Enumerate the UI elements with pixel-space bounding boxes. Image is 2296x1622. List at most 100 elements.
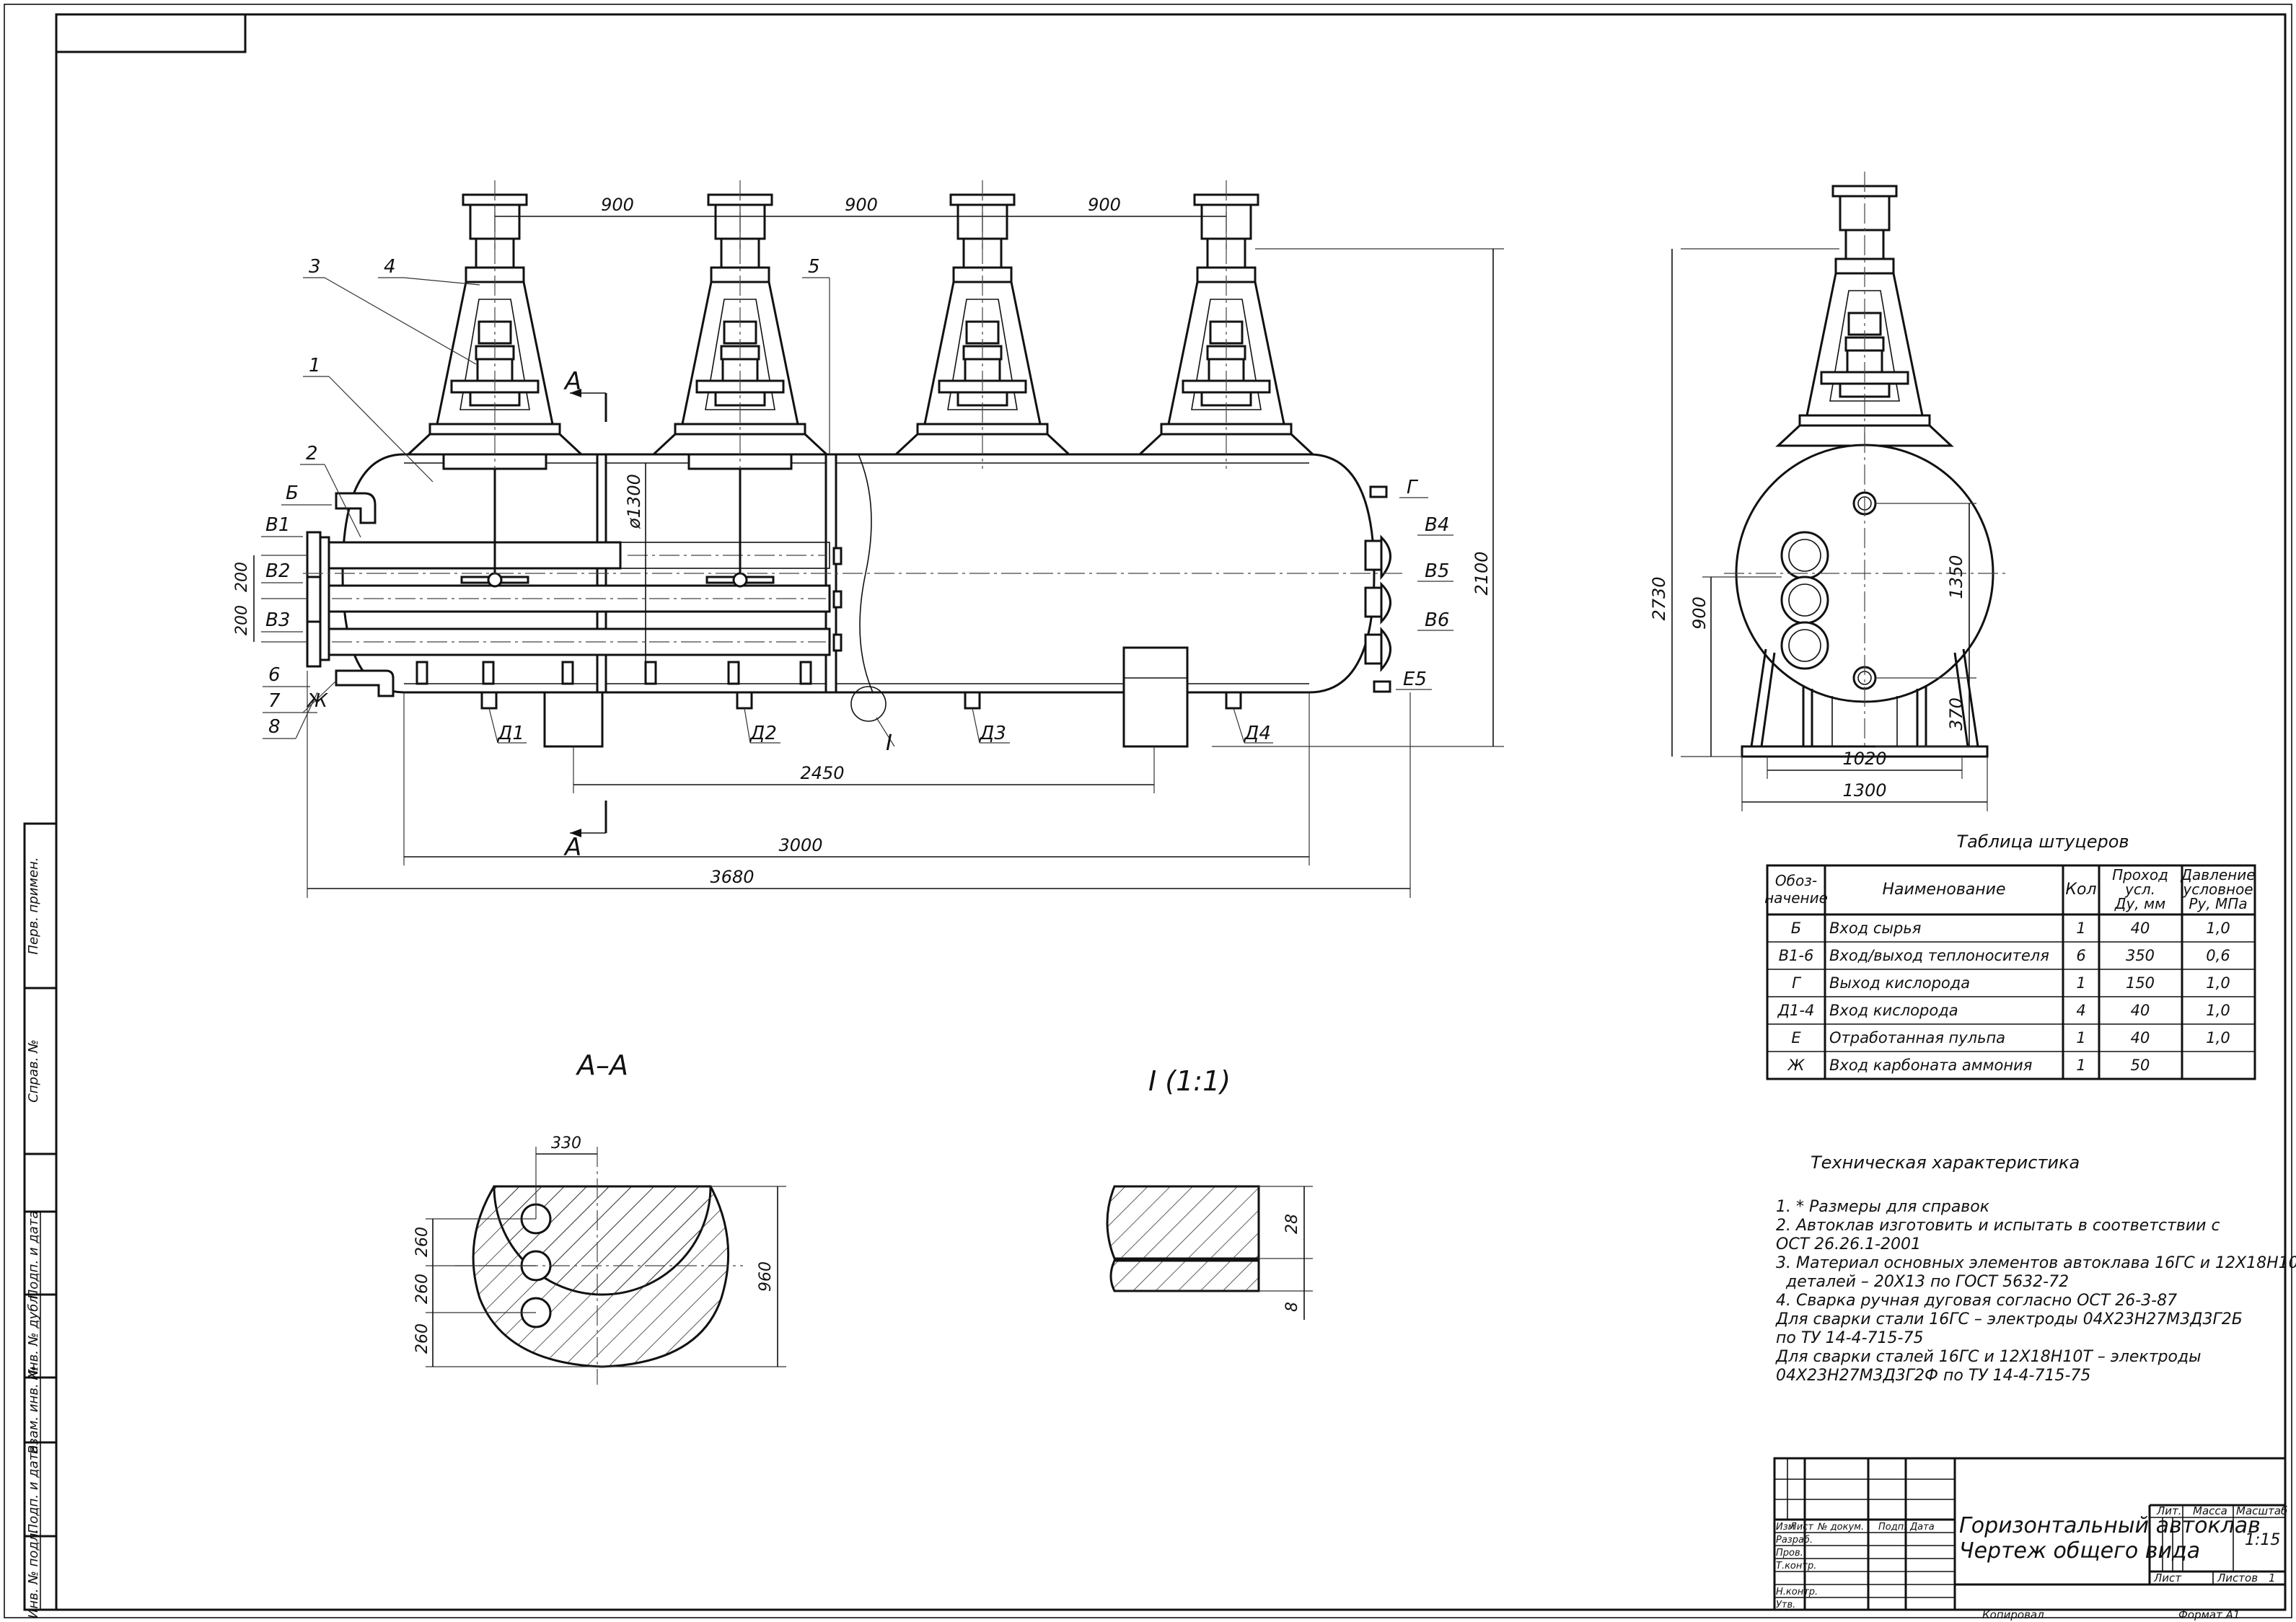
nozzle-table-cell-r4-c0: Е [1791,1029,1801,1046]
right-nozzles [1364,485,1391,693]
dim-900: 900 [1689,596,1710,630]
stamp-lit: Лит. [2156,1504,2182,1517]
tech-line-9: 04Х23Н27М3Д3Г2Ф по ТУ 14-4-715-75 [1776,1367,2090,1385]
nozzle-table-cell-r0-c1: Вход сырья [1829,920,1921,937]
nozzle-table-cell-r2-c0: Г [1792,974,1802,992]
dim-2100: 2100 [1472,551,1492,595]
title-block: Изм Лист № докум. Подп. Дата Разраб. Про… [1773,1457,2287,1621]
nozzle-label-d4: Д4 [1244,723,1271,744]
side-view: 2730 900 1350 370 1020 1300 [1649,170,2005,811]
tech-line-6: Для сварки стали 16ГС – электроды 04Х23Н… [1775,1310,2243,1328]
nozzle-label-v3: В3 [265,609,290,631]
detail-view: I (1:1) 28 8 [1106,1065,1313,1320]
left-binding-strip: Перв. примен. Справ. № Подп. и дата Инв.… [23,822,58,1618]
stamp-sheets-label: Листов [2217,1572,2258,1584]
section-mark-top: А [563,367,581,396]
dim-top-1: 900 [601,195,634,215]
nozzle-table-cell-r0-c2: 1 [2076,920,2085,937]
nozzle-table-cell-r2-c1: Выход кислорода [1829,974,1970,992]
nozzle-table-cell-r3-c3: 40 [2131,1002,2150,1019]
nozzle-table-cell-r4-c3: 40 [2131,1029,2150,1046]
nozzle-table: Таблица штуцеров Обоз-начение Наименован… [1764,832,2256,1080]
dim-2730: 2730 [1649,576,1669,620]
nozzle-table-cell-r0-c4: 1,0 [2206,920,2230,937]
stamp-col-date: Дата [1909,1522,1935,1533]
nozzle-label-e5: Е5 [1403,669,1427,690]
stamp-row-prov: Пров. [1776,1548,1803,1559]
sheet-frame [4,4,2292,1618]
nozzle-table-cell-r4-c2: 1 [2076,1029,2085,1046]
nozzle-table-cell-r1-c4: 0,6 [2206,947,2230,964]
nozzle-table-cell-r4-c4: 1,0 [2206,1029,2230,1046]
dim-1350: 1350 [1946,555,1966,599]
nozzle-table-cell-r0-c3: 40 [2131,920,2150,937]
sec-dim-330: 330 [551,1134,581,1152]
stamp-row-nkontr: Н.контр. [1776,1587,1818,1597]
dim-200a: 200 [233,562,251,592]
tech-line-8: Для сварки сталей 16ГС и 12Х18Н10Т – эле… [1775,1348,2202,1366]
nozzle-label-v6: В6 [1425,609,1449,631]
nozzle-table-cell-r2-c3: 150 [2126,974,2155,992]
nozzle-table-cell-r2-c4: 1,0 [2206,974,2230,992]
stamp-title-1: Горизонтальный автоклав [1959,1513,2261,1538]
dim-3000: 3000 [778,835,822,855]
section-title: А–А [575,1049,628,1081]
nozzle-label-zh: Ж [306,690,328,712]
left-flanges [306,492,395,697]
callout-6: 6 [268,664,281,686]
saddle-right [1122,646,1189,748]
tech-title: Техническая характеристика [1811,1152,2080,1173]
sec-dim-260a: 260 [413,1227,431,1257]
sec-dim-260c: 260 [413,1323,431,1354]
strip-label-4: Взам. инв. № [26,1366,41,1454]
nt-head-1: Наименование [1883,881,2006,899]
stamp-col-izm: Изм [1776,1522,1795,1533]
nozzle-label-v5: В5 [1425,560,1449,582]
nozzle-table-cell-r1-c0: В1-6 [1779,947,1814,964]
det-dim-28: 28 [1283,1214,1301,1234]
callout-3: 3 [309,256,321,278]
stamp-sheets: 1 [2269,1572,2276,1584]
callout-4: 4 [384,256,396,278]
dim-shell-diameter: ø1300 [624,474,644,529]
callout-8: 8 [268,716,281,738]
stamp-title-2: Чертеж общего вида [1959,1538,2200,1564]
nozzle-table-cell-r2-c2: 1 [2076,974,2085,992]
nozzle-label-v1: В1 [265,514,290,536]
nozzle-label-d1: Д1 [497,723,524,744]
nozzle-label-d2: Д2 [749,723,777,744]
tech-characteristics: Техническая характеристика 1. * Размеры … [1775,1152,2296,1385]
dim-2450: 2450 [800,763,844,783]
dim-3680: 3680 [710,867,754,887]
nozzle-label-d3: Д3 [979,723,1006,744]
dim-1020: 1020 [1842,749,1886,769]
stamp-scale-label: Масштаб [2236,1504,2287,1517]
callout-7: 7 [268,690,281,712]
section-mark-bottom: А [563,833,581,862]
nozzle-table-cell-r3-c4: 1,0 [2206,1002,2230,1019]
stamp-format: Формат А1 [2178,1608,2240,1621]
section-a-a: А–А 330 260 260 260 960 [413,1049,786,1385]
nozzle-table-cell-r1-c2: 6 [2076,947,2085,964]
saddle-left [543,691,604,748]
nozzle-table-cell-r1-c3: 350 [2126,947,2155,964]
dim-top-3: 900 [1088,195,1121,215]
nozzle-table-cell-r5-c1: Вход карбоната аммония [1829,1057,2032,1074]
detail-title: I (1:1) [1148,1065,1231,1097]
strip-label-6: Инв. № подл. [26,1529,41,1618]
stamp-sheet-label: Лист [2153,1572,2182,1584]
tech-line-2: ОСТ 26.26.1-2001 [1776,1235,1921,1253]
detail-mark: I [886,731,892,756]
main-dimensions: 900 900 900 2100 ø1300 200 200 2450 3000… [233,195,1504,898]
side-drive-unit [1777,170,1953,462]
nozzle-table-cell-r5-c0: Ж [1787,1057,1805,1074]
callout-1: 1 [309,355,321,376]
stamp-col-list: Лист [1789,1522,1813,1533]
nozzle-table-cell-r5-c3: 50 [2131,1057,2150,1074]
det-dim-8: 8 [1283,1302,1301,1312]
strip-label-2: Подп. и дата [26,1211,41,1300]
